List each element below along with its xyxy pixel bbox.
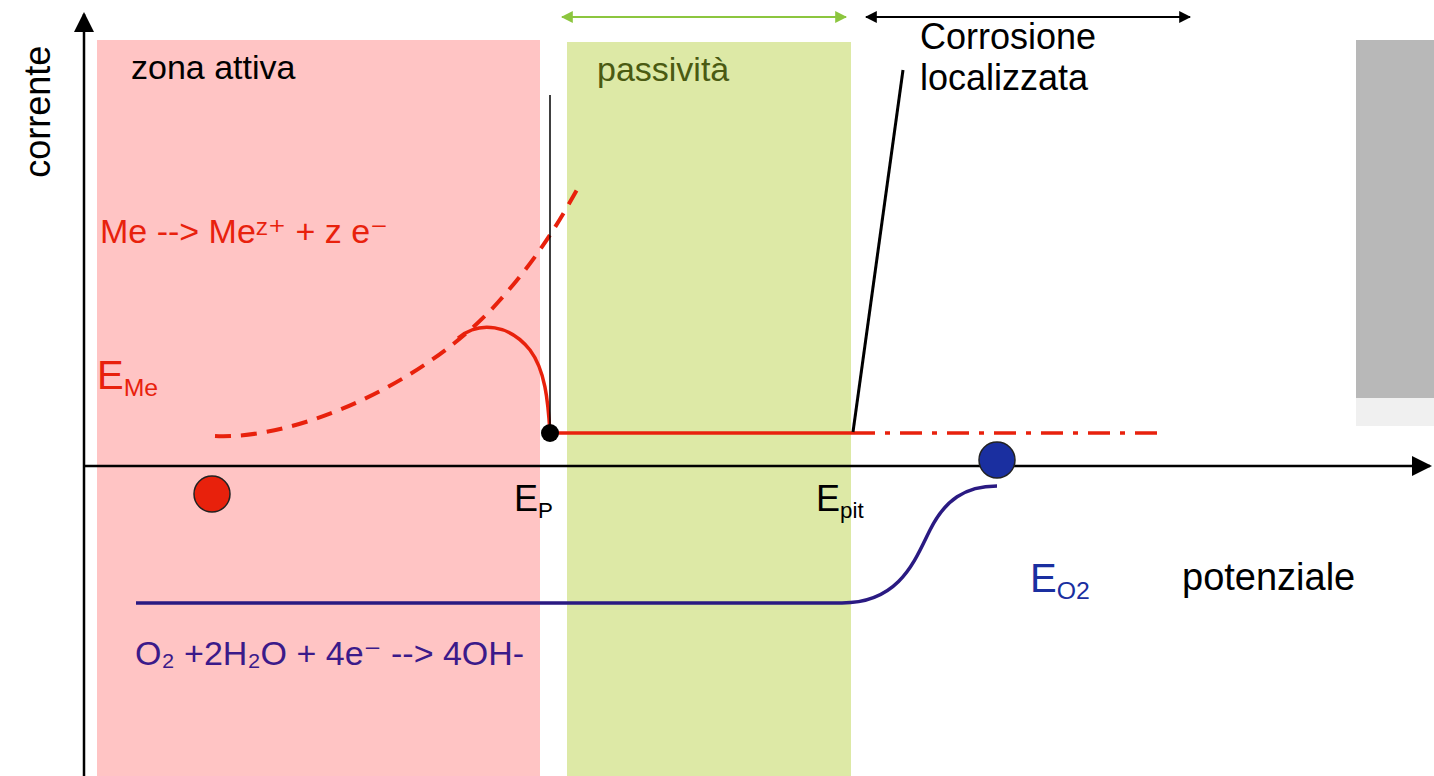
- passivity-band: passività: [567, 42, 851, 776]
- reaction-equation: O₂ +2H₂O + 4e⁻ --> 4OH-: [135, 634, 524, 673]
- potential-symbol: Epit: [816, 478, 864, 523]
- band-fill: [567, 42, 851, 776]
- axis-title: potenziale: [1182, 556, 1355, 600]
- x-axis: [84, 465, 1430, 468]
- band-fill: [97, 40, 540, 776]
- potential-symbol: EMe: [97, 352, 158, 403]
- region-title: Corrosione localizzata: [920, 16, 1190, 99]
- band-title: passività: [597, 50, 729, 89]
- band-title: zona attiva: [131, 48, 295, 87]
- oxygen-potential-dot: [979, 442, 1015, 478]
- reaction-equation: Me --> Meᶻ⁺ + z e⁻: [100, 212, 388, 251]
- passive-current-extension: [853, 431, 1158, 435]
- cathodic-curve: [136, 486, 997, 603]
- passivation-point: [541, 424, 559, 442]
- potential-symbol: EO2: [1030, 555, 1090, 606]
- metal-potential-dot: [194, 476, 230, 512]
- axis-title: corrente: [17, 46, 58, 178]
- y-axis: [83, 14, 86, 776]
- passivation-marker: [549, 95, 551, 433]
- active-passive-curve: [458, 327, 550, 433]
- micrograph-scale: [1356, 398, 1434, 426]
- passivity-range-arrow: [562, 16, 846, 18]
- potential-symbol: EP: [514, 478, 553, 523]
- micrograph: [1356, 40, 1434, 426]
- pitting-curve: [853, 70, 903, 432]
- passive-current: [550, 431, 853, 435]
